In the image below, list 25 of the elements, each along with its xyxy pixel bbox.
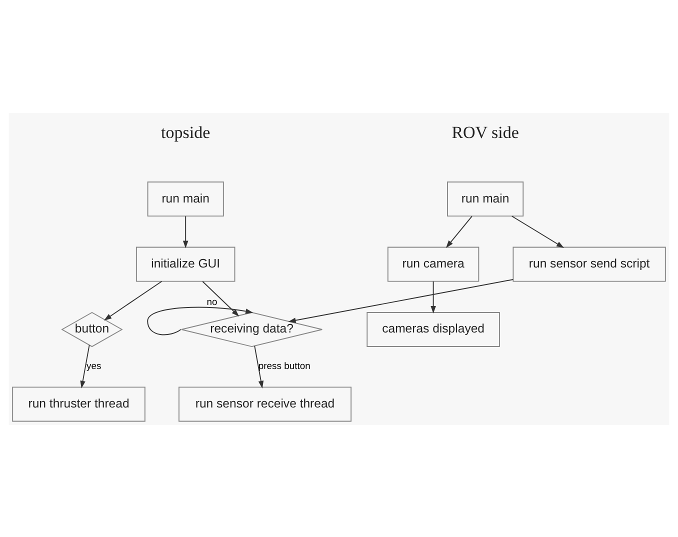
node-diamond: button	[61, 311, 123, 347]
edge-label: yes	[86, 360, 102, 372]
arrow	[288, 278, 514, 322]
edge-label: no	[206, 296, 218, 308]
node-box: run main	[147, 181, 224, 216]
arrow	[446, 215, 472, 248]
arrow	[182, 215, 188, 248]
label: topside	[161, 122, 210, 142]
node-box: run sensor receive thread	[178, 386, 352, 422]
node-box: run sensor send script	[512, 246, 666, 282]
node-box: cameras displayed	[366, 312, 500, 346]
label: ROV side	[452, 122, 519, 142]
arrow	[147, 306, 254, 335]
node-diamond: receiving data?	[180, 312, 323, 347]
node-box: initialize GUI	[136, 246, 236, 282]
node-box: run main	[447, 181, 524, 216]
arrow	[254, 344, 264, 388]
arrow	[511, 215, 564, 248]
arrow	[430, 280, 436, 314]
edge-label: press button	[258, 360, 310, 372]
arrow	[104, 280, 162, 320]
node-box: run thruster thread	[12, 386, 146, 422]
node-box: run camera	[387, 246, 480, 282]
arrow	[80, 344, 90, 388]
arrow	[202, 280, 240, 316]
